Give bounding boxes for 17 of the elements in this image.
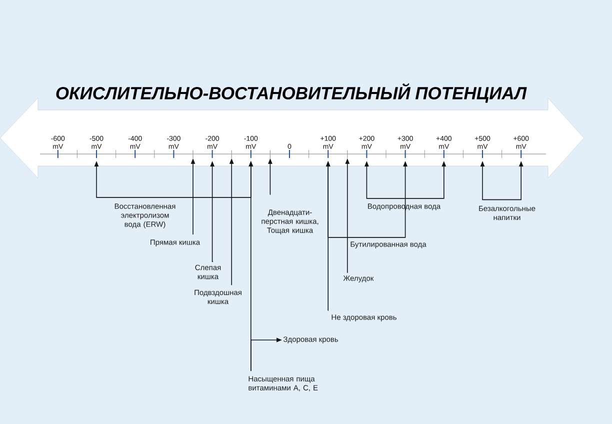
arrow [229,158,234,286]
arrow [404,161,446,199]
arrow [345,158,350,273]
arrow [364,161,404,199]
arrow [326,161,404,238]
arrow [480,161,502,200]
tick-mark [192,150,194,158]
arrow [250,338,282,372]
arrow [190,158,196,235]
tick-mark [231,150,232,158]
arrow [403,161,408,238]
arrow [210,161,214,262]
arrow [268,158,272,195]
arrow [94,161,146,198]
title: ОКИСЛИТЕЛЬНО-ВОСТАНОВИТЕЛЬНЫЙ ПОТЕНЦИАЛ [56,83,527,103]
arrow [500,161,524,200]
tick-mark [347,150,348,158]
